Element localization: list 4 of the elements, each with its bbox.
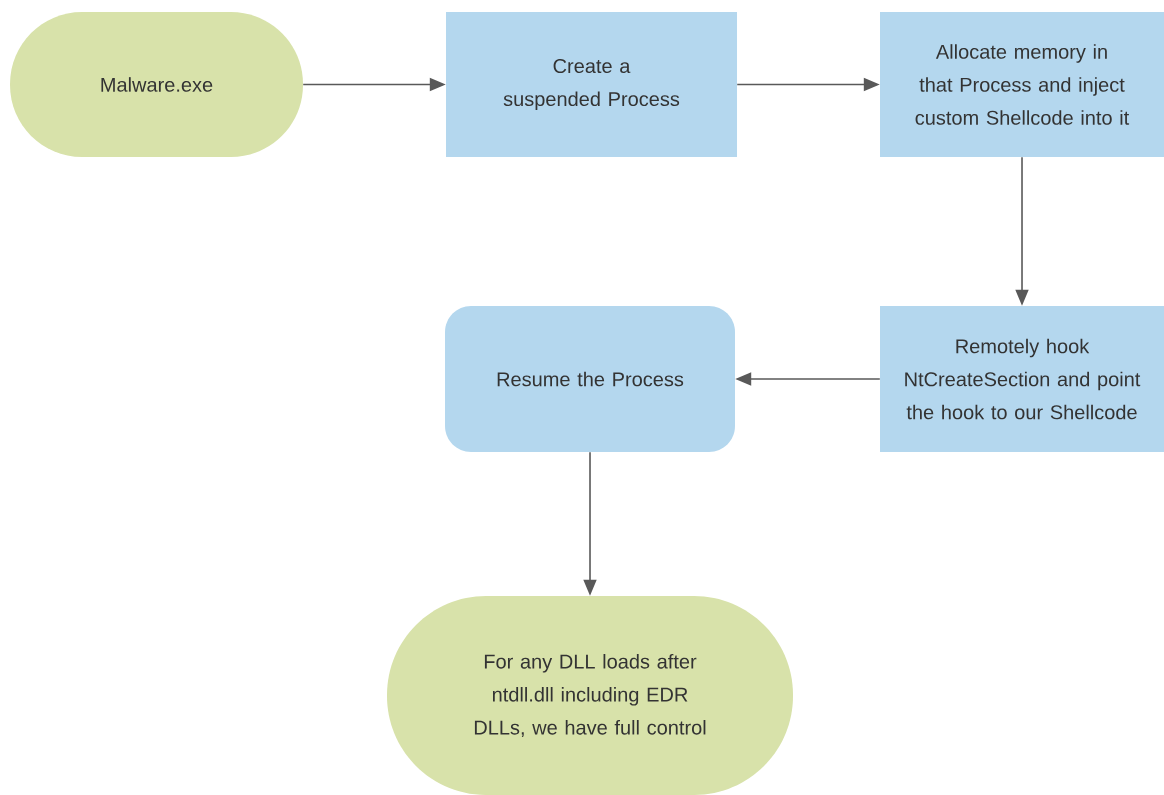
- process-box: Remotely hook NtCreateSection and point the hook to our Shellcode: [880, 306, 1164, 452]
- process-box: Resume the Process: [445, 306, 735, 452]
- process-box: Allocate memory in that Process and inject custom Shellcode into it: [880, 12, 1164, 157]
- process-box: Create a suspended Process: [446, 12, 737, 157]
